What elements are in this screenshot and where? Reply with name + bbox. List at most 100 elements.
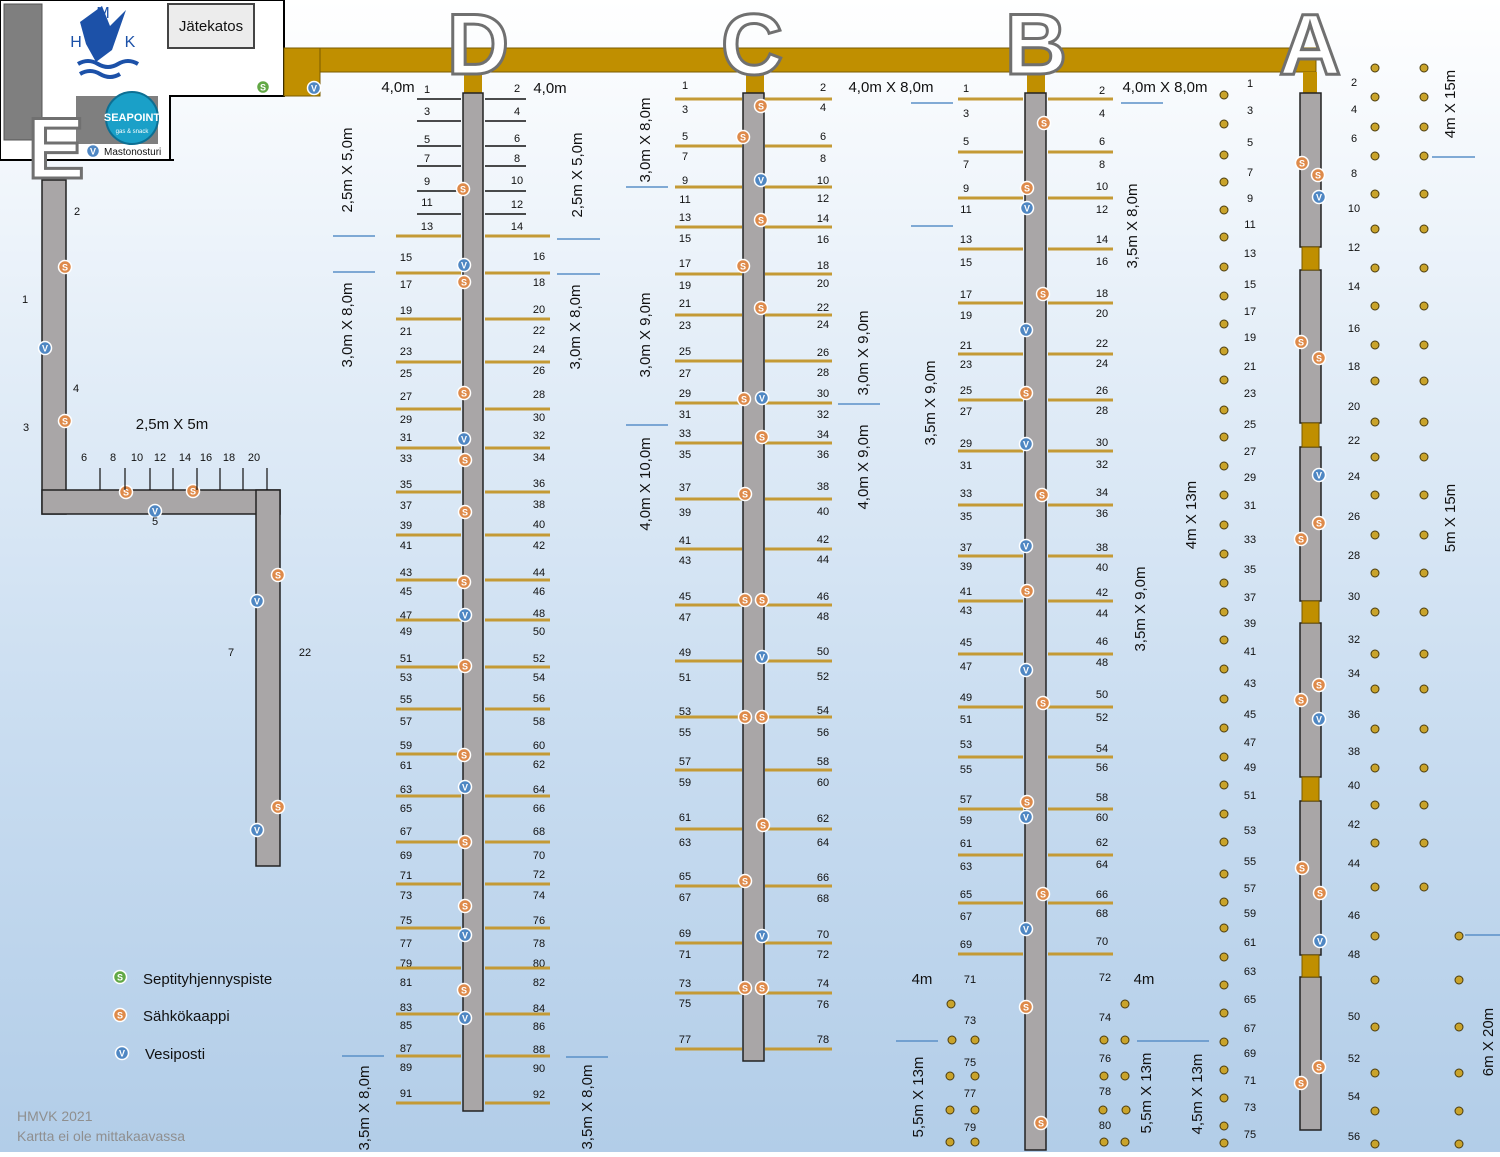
pier-a-berth-number: 27 [1244,446,1256,458]
electric-icon [457,898,473,914]
pier-b-berth-number: 12 [1096,204,1108,216]
pier-b-berth-number: 18 [1096,288,1108,300]
pier-d-berth-number: 6 [514,133,520,145]
pier-a-berth-number: 40 [1348,780,1360,792]
pier-c-berth-number: 54 [817,705,829,717]
pier-c-berth-number: 32 [817,409,829,421]
electric-icon-letter: S [742,984,748,994]
electric-icon [455,181,471,197]
pier-d-berth-number: 4 [514,106,520,118]
pier-a-berth-number: 33 [1244,534,1256,546]
electric-icon-letter: S [461,389,467,399]
pier-a-berth-number: 14 [1348,281,1360,293]
mooring-buoy [1219,664,1229,674]
electric-icon [1035,286,1051,302]
mooring-buoy [1219,405,1229,415]
water-icon-letter: V [1023,440,1029,450]
pier-d-berth-number: 17 [400,279,412,291]
mooring-buoy [1370,530,1380,540]
legend-label: Septityhjennyspiste [143,971,272,988]
pier-a-berth-number: 50 [1348,1011,1360,1023]
mooring-buoy [1219,809,1229,819]
pier-d-berth-number: 20 [533,304,545,316]
pier-a-size-label: 6m X 20m [1480,1008,1497,1076]
mooring-buoy [1370,452,1380,462]
pier-c-berth-number: 17 [679,258,691,270]
water-icon-letter: V [1023,326,1029,336]
mooring-buoy [1219,461,1229,471]
mooring-buoy [1419,763,1429,773]
mooring-buoy [1454,1139,1464,1149]
mooring-buoy [1219,490,1229,500]
pier-a-berth-number: 7 [1247,167,1253,179]
mooring-buoy [1370,800,1380,810]
mooring-buoy [1219,980,1229,990]
pier-a-berth-number: 41 [1244,646,1256,658]
pier-d-berth-number: 29 [400,414,412,426]
pier-b-berth-number: 28 [1096,405,1108,417]
pier-d-berth-number: 66 [533,803,545,815]
pier-c-berth-number: 15 [679,233,691,245]
pier-a-berth-number: 30 [1348,591,1360,603]
pier-a-berth-number: 31 [1244,500,1256,512]
septic-icon-letter: S [117,973,123,983]
mooring-buoy [1370,490,1380,500]
electric-icon [737,486,753,502]
mooring-buoy [1098,1105,1108,1115]
pier-d-berth-number: 3 [424,106,430,118]
mooring-buoy [1419,882,1429,892]
mooring-buoy [1120,1137,1130,1147]
pier-a-berth-number: 63 [1244,966,1256,978]
water-icon-letter: V [461,435,467,445]
mooring-buoy [945,1137,955,1147]
electric-icon-letter: S [742,596,748,606]
pier-c-size-label: 3,0m X 8,0m [637,97,654,182]
pier-a-berth-number: 12 [1348,242,1360,254]
pier-b-berth-number: 58 [1096,792,1108,804]
pier-d-size-label: 3,5m X 8,0m [579,1064,596,1149]
pier-b-berth-number: 7 [963,159,969,171]
pier-c-berth-number: 53 [679,706,691,718]
pier-a-berth-number: 24 [1348,471,1360,483]
pier-b-berth-number: 26 [1096,385,1108,397]
electric-icon-letter: S [1023,1003,1029,1013]
pier-c-size-label: 3,0m X 9,0m [855,310,872,395]
pier-c-berth-number: 6 [820,131,826,143]
pier-d-size-label: 3,5m X 8,0m [356,1065,373,1150]
pier-b-berth-number: 27 [960,406,972,418]
pier-b-berth-number: 75 [964,1057,976,1069]
mooring-buoy [1370,122,1380,132]
mooring-buoy [1370,931,1380,941]
water-icon-letter: V [1316,193,1322,203]
pier-b-berth-number: 14 [1096,234,1108,246]
pier-d-berth-number: 30 [533,412,545,424]
pier-c-berth-number: 64 [817,837,829,849]
pier-d-berth-number: 45 [400,586,412,598]
water-icon-letter: V [254,597,260,607]
pier-d-berth-number: 16 [533,251,545,263]
electric-icon [456,385,472,401]
mooring-buoy [1419,122,1429,132]
pier-e-letter: E [27,101,84,197]
water-icon [306,80,322,96]
electric-icon-letter: S [462,508,468,518]
pier-c-berth-number: 22 [817,302,829,314]
mooring-buoy [1419,568,1429,578]
electric-icon-letter: S [742,877,748,887]
pier-c-berth-number: 26 [817,347,829,359]
water-icon-letter: V [1317,937,1323,947]
pier-c-berth-number: 39 [679,507,691,519]
pier-c-berth-number: 3 [682,104,688,116]
electric-icon [754,429,770,445]
electric-icon-letter: S [740,262,746,272]
pier-a-berth-number: 36 [1348,709,1360,721]
pier-b-berth-number: 34 [1096,487,1108,499]
pier-c-berth-number: 14 [817,213,829,225]
pier-b-berth-number: 25 [960,385,972,397]
pier-c-berth-number: 11 [679,194,690,206]
pier-c-berth-number: 28 [817,367,829,379]
pier-d-berth-number: 7 [424,153,430,165]
water-icon-letter: V [119,1049,125,1059]
pier-a-berth-number: 53 [1244,825,1256,837]
pier-c-berth-number: 27 [679,368,691,380]
